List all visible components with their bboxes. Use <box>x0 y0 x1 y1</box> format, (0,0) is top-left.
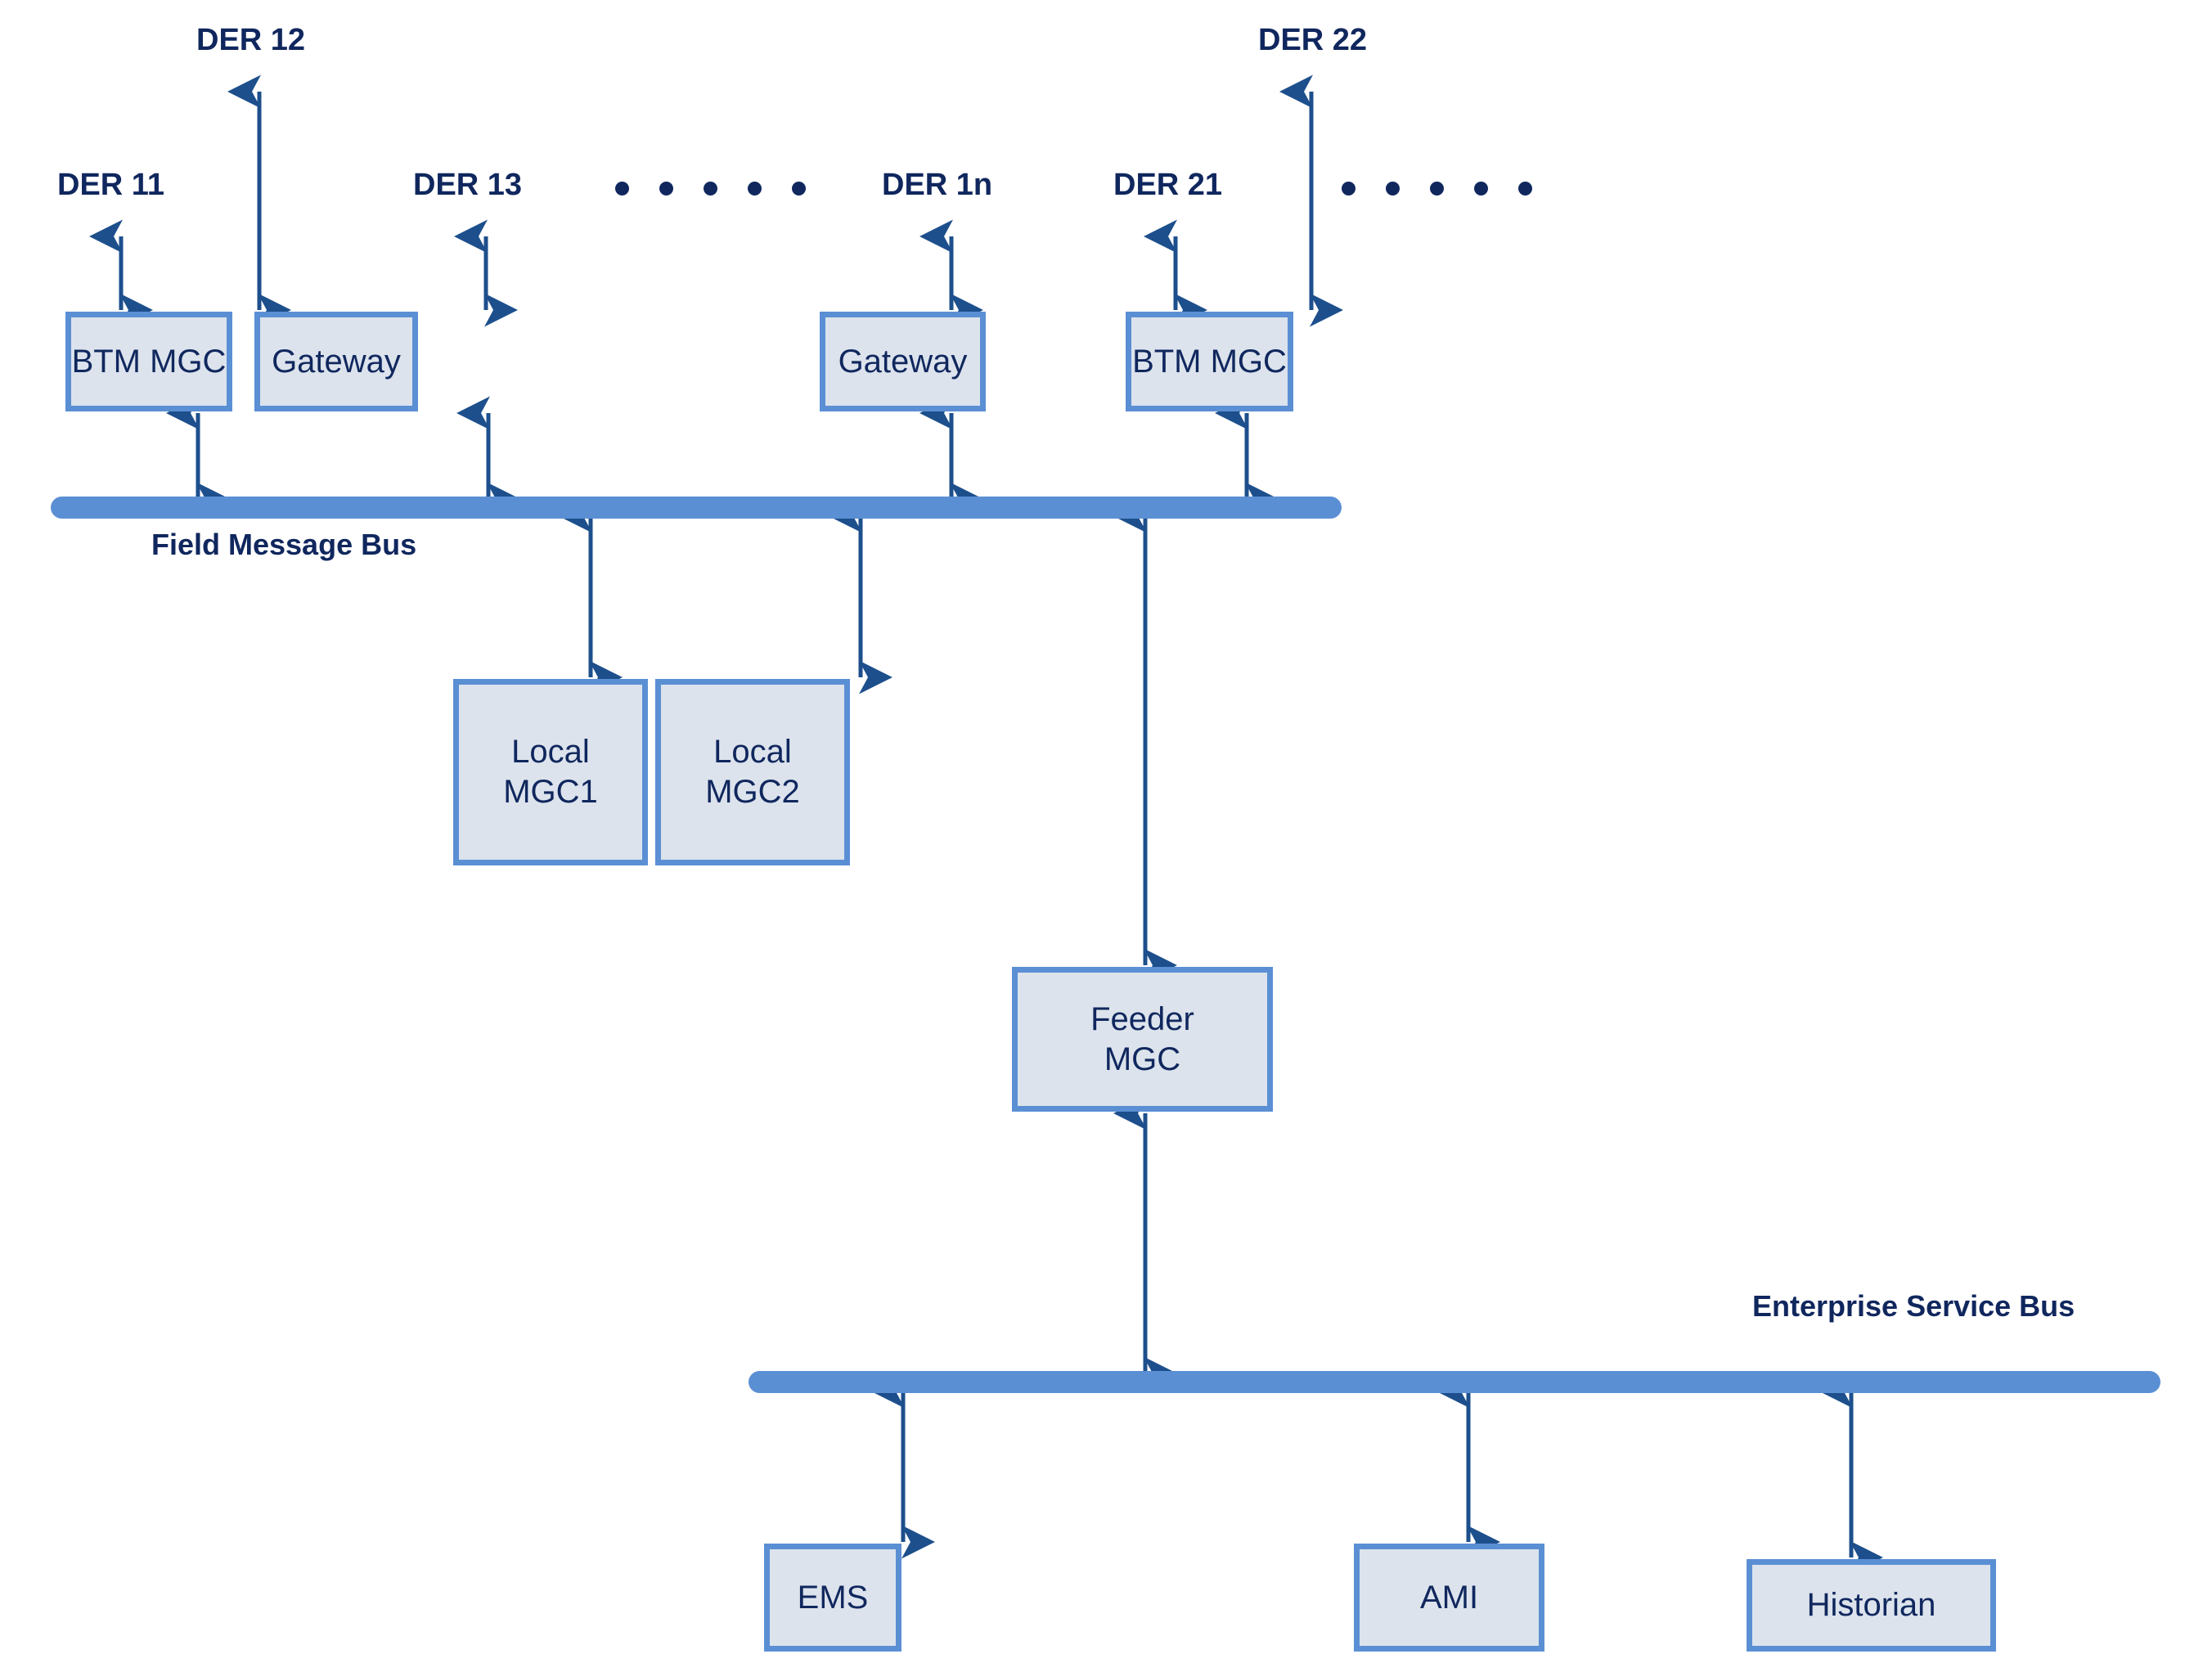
ellipsis-der-2 <box>1342 182 1532 196</box>
field-message-bus <box>51 497 1342 519</box>
enterprise-service-bus <box>749 1371 2160 1393</box>
ellipsis-der-1 <box>615 182 806 196</box>
ellipsis-dot <box>659 182 673 196</box>
node-feeder-mgc[interactable]: Feeder MGC <box>1012 967 1273 1112</box>
node-btm-mgc-1[interactable]: BTM MGC <box>65 312 232 411</box>
ellipsis-dot <box>1474 182 1488 196</box>
node-btm-mgc-2[interactable]: BTM MGC <box>1126 312 1293 411</box>
node-ami[interactable]: AMI <box>1354 1544 1544 1652</box>
ellipsis-dot <box>1430 182 1444 196</box>
node-local-mgc-2[interactable]: Local MGC2 <box>655 679 850 865</box>
der-label-21: DER 21 <box>1113 168 1223 202</box>
node-historian[interactable]: Historian <box>1747 1559 1996 1652</box>
ellipsis-dot <box>704 182 717 196</box>
ellipsis-dot <box>1342 182 1356 196</box>
der-label-13: DER 13 <box>413 168 523 202</box>
der-label-12: DER 12 <box>196 23 306 57</box>
enterprise-service-bus-label: Enterprise Service Bus <box>1752 1289 2075 1323</box>
node-local-mgc-1[interactable]: Local MGC1 <box>453 679 648 865</box>
node-ems[interactable]: EMS <box>764 1544 901 1652</box>
ellipsis-dot <box>615 182 629 196</box>
node-gateway-1[interactable]: Gateway <box>254 312 418 411</box>
ellipsis-dot <box>1518 182 1532 196</box>
ellipsis-dot <box>748 182 762 196</box>
ellipsis-dot <box>1386 182 1400 196</box>
node-gateway-2[interactable]: Gateway <box>820 312 986 411</box>
der-label-11: DER 11 <box>57 168 164 202</box>
der-label-1n: DER 1n <box>882 168 993 202</box>
der-label-22: DER 22 <box>1258 23 1368 57</box>
field-message-bus-label: Field Message Bus <box>151 528 417 561</box>
ellipsis-dot <box>792 182 806 196</box>
